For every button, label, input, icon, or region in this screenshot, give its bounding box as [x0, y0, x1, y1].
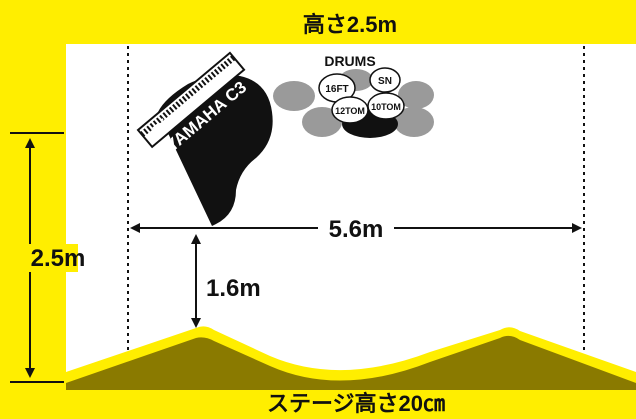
drum-pad-lower-right — [394, 107, 434, 137]
drum-pad-right — [398, 81, 434, 109]
drum-12tom — [331, 96, 369, 124]
drum-kit: DRUMS 16FT SN 12TOM 10TOM — [273, 53, 434, 138]
width-label-bg — [318, 213, 394, 243]
drum-sn — [369, 67, 401, 93]
drum-sn-label: SN — [378, 76, 392, 87]
drum-pad-left — [273, 81, 315, 111]
drum-10tom — [367, 92, 405, 120]
drum-12tom-label: 12TOM — [335, 106, 365, 116]
drums-label: DRUMS — [324, 53, 375, 69]
drum-pad-lower-left — [302, 107, 342, 137]
left-height-label: 2.5m — [31, 245, 86, 272]
piano-keyboard — [136, 51, 246, 149]
piano: Piano YAMAHA C3 — [136, 51, 273, 226]
stage-edge-shadow — [66, 335, 636, 390]
width-label: 5.6m — [329, 216, 384, 243]
gap-label: 1.6m — [206, 275, 261, 302]
left-height-label-bg — [18, 244, 78, 272]
drum-16ft-label: 16FT — [325, 84, 348, 95]
drum-10tom-label: 10TOM — [371, 102, 401, 112]
ceiling-height-label: 高さ2.5m — [303, 12, 397, 37]
stage-height-label: ステージ高さ20㎝ — [267, 391, 445, 416]
